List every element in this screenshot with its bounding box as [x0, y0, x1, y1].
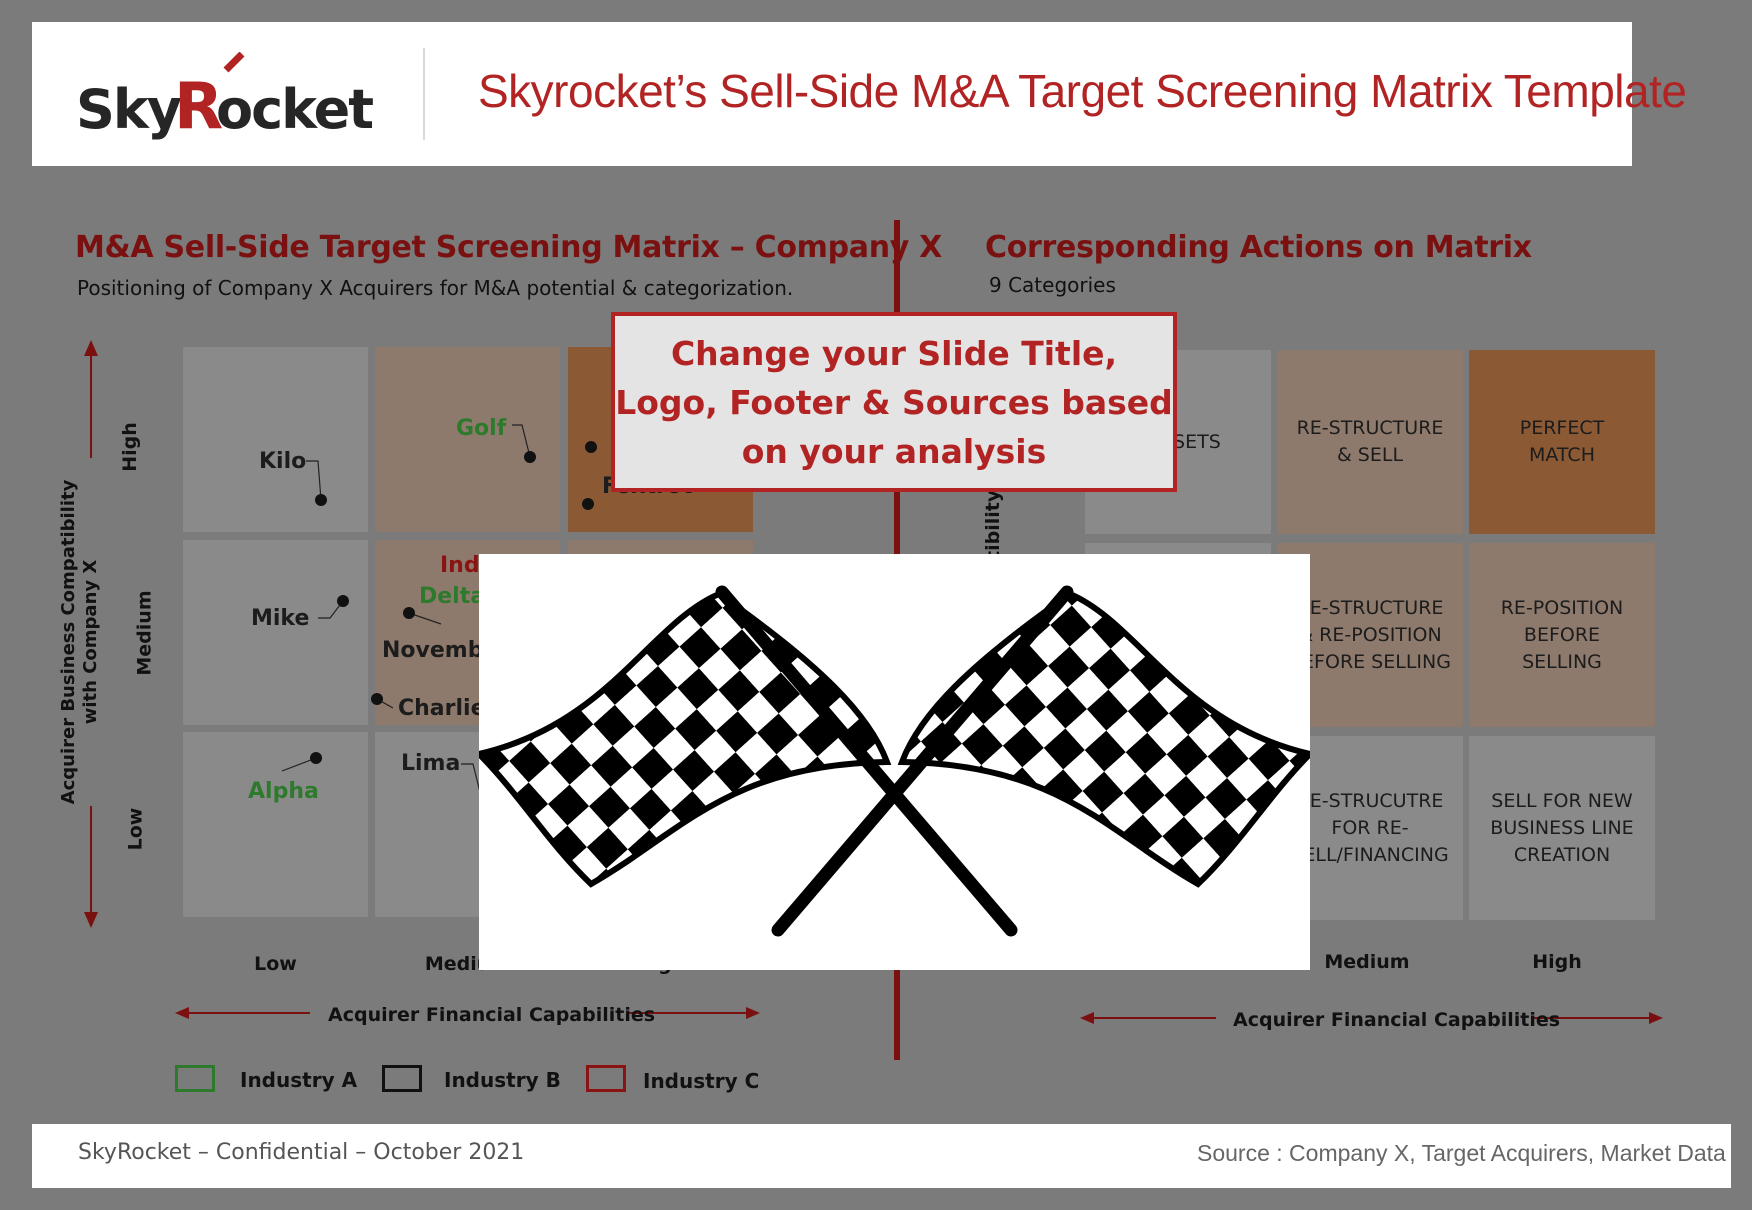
header-bar [32, 22, 1632, 166]
company-label-kilo: Kilo [259, 449, 307, 474]
action-cell-high-medium: RE-STRUCTURE & SELL [1277, 350, 1463, 534]
point-charlie [371, 693, 383, 705]
right-x-axis-arrow [1080, 1012, 1663, 1024]
action-cell-medium-high: RE-POSITION BEFORE SELLING [1469, 543, 1655, 727]
matrix-cell-medium-low [183, 540, 368, 725]
callout-box: Change your Slide Title, Logo, Footer & … [611, 312, 1177, 492]
action-cell-high-high: PERFECT MATCH [1469, 350, 1655, 534]
matrix-cell-low-low [183, 732, 368, 917]
point-golf [524, 451, 536, 463]
legend-label-industry-a: Industry A [240, 1068, 358, 1092]
legend-swatch-industry-a [175, 1065, 215, 1092]
y-label-high: High [118, 422, 141, 472]
actions-subtitle: 9 Categories [989, 273, 1116, 297]
y-label-medium: Medium [133, 590, 156, 676]
point-november [403, 607, 415, 619]
footer-confidential: SkyRocket – Confidential – October 2021 [78, 1140, 525, 1165]
y-axis-title: Acquirer Business Compatibility with Com… [58, 479, 101, 805]
point-mike [337, 595, 349, 607]
header-separator [423, 48, 425, 140]
x-label-low: Low [254, 953, 297, 975]
legend-swatch-industry-c [586, 1065, 626, 1092]
company-label-charlie: Charlie [398, 696, 486, 721]
right-x-label-medium: Medium [1324, 951, 1410, 973]
company-label-lima: Lima [401, 751, 461, 776]
svg-text:R: R [174, 70, 223, 142]
company-label-golf: Golf [456, 416, 507, 441]
matrix-subtitle: Positioning of Company X Acquirers for M… [77, 276, 794, 300]
x-axis-arrow [175, 1007, 760, 1019]
legend-label-industry-b: Industry B [444, 1068, 561, 1092]
point-alpha [310, 752, 322, 764]
right-x-label-high: High [1532, 951, 1582, 973]
point-kilo [315, 494, 327, 506]
actions-title: Corresponding Actions on Matrix [985, 230, 1532, 265]
x-axis-title: Acquirer Financial Capabilities [328, 1004, 656, 1026]
company-label-alpha: Alpha [248, 779, 319, 804]
checkered-flags-image [479, 554, 1310, 970]
legend-swatch-industry-b [382, 1065, 422, 1092]
right-y-axis-title: tibility [982, 489, 1004, 560]
matrix-cell-high-low [183, 347, 368, 532]
right-x-axis-title: Acquirer Financial Capabilities [1233, 1009, 1561, 1031]
company-label-delta: Delta [419, 584, 486, 609]
legend-label-industry-c: Industry C [643, 1069, 760, 1093]
svg-text:Sky: Sky [76, 78, 182, 141]
page-title: Skyrocket’s Sell-Side M&A Target Screeni… [478, 65, 1687, 117]
svg-text:ocket: ocket [216, 78, 373, 141]
footer-bar [32, 1124, 1731, 1188]
footer-source: Source : Company X, Target Acquirers, Ma… [1197, 1140, 1726, 1166]
y-axis-arrow [84, 340, 98, 928]
y-label-low: Low [124, 807, 147, 851]
point-foxtrot-1 [585, 441, 597, 453]
matrix-title: M&A Sell-Side Target Screening Matrix – … [75, 230, 942, 265]
point-foxtrot-2 [582, 498, 594, 510]
company-label-mike: Mike [251, 606, 310, 631]
skyrocket-logo: Sky R ocket [76, 52, 375, 142]
action-cell-low-high: SELL FOR NEW BUSINESS LINE CREATION [1469, 736, 1655, 920]
